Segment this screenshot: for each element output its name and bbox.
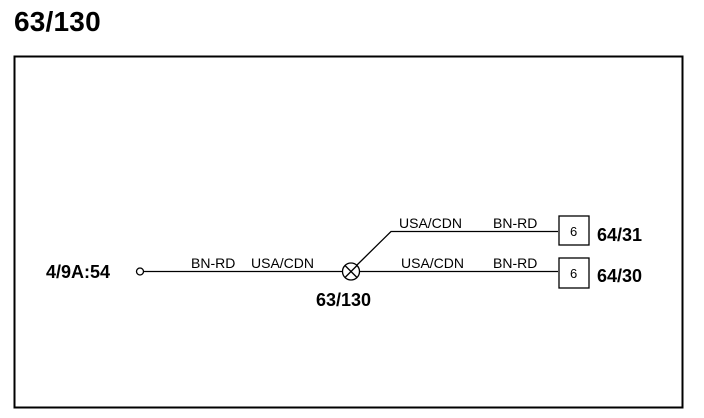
diagram-frame: [13, 55, 684, 409]
branch-2-color-label: BN-RD: [493, 255, 537, 271]
branch-wire-64-31: [356, 230, 558, 266]
branch-1-market-label: USA/CDN: [399, 215, 462, 231]
branch-2-market-label: USA/CDN: [401, 255, 464, 271]
pin-box-64-31: [558, 215, 590, 246]
branch-1-connector-label: 64/31: [597, 225, 642, 245]
branch-1-pin-label: 6: [570, 224, 577, 239]
main-wire-market-label: USA/CDN: [251, 255, 314, 271]
source-terminal-icon: [135, 267, 145, 276]
pin-box-64-30: [558, 257, 590, 289]
branch-2-pin-label: 6: [570, 266, 577, 281]
main-wire-color-label: BN-RD: [191, 255, 235, 271]
source-connector-label: 4/9A:54: [46, 262, 110, 282]
branch-2-connector-label: 64/30: [597, 266, 642, 286]
splice-label: 63/130: [316, 290, 371, 310]
splice-icon: [341, 262, 361, 281]
page-title: 63/130: [14, 6, 101, 37]
branch-1-color-label: BN-RD: [493, 215, 537, 231]
